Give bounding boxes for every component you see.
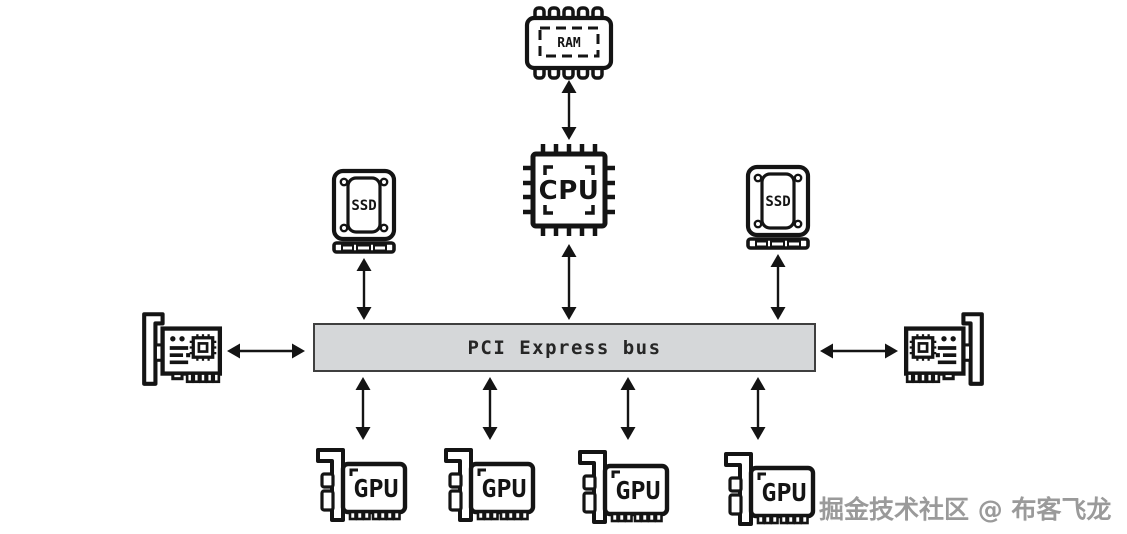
pci-express-bus-label: PCI Express bus <box>467 336 662 359</box>
nic-trace-lines <box>169 346 189 365</box>
ssd-screws <box>339 177 389 233</box>
ssd-left-icon: SSD <box>331 168 397 254</box>
cpu-corner-brackets <box>543 165 595 215</box>
arrow-nic-right-bus <box>820 343 898 359</box>
arrow-bus-gpu-2 <box>482 377 498 440</box>
ram-chip-icon: RAM <box>524 6 614 80</box>
arrow-ssd-right-bus <box>770 254 786 320</box>
ssd-right-icon: SSD <box>745 164 811 250</box>
ssd-screws <box>753 173 803 229</box>
nic-edge-connector <box>185 372 221 384</box>
gpu-edge-connector <box>610 512 663 523</box>
watermark-text: 掘金技术社区 @ 布客飞龙 <box>819 495 1112 524</box>
arrow-ram-cpu <box>561 80 577 140</box>
gpu-bracket <box>444 448 473 522</box>
arrow-ssd-left-bus <box>356 258 372 320</box>
nic-chip <box>909 334 937 361</box>
gpu-card-2-icon: GPU <box>444 448 536 522</box>
arrow-bus-gpu-3 <box>620 377 636 440</box>
pci-express-bus: PCI Express bus <box>313 323 816 372</box>
ssd-connector-slots <box>755 240 801 248</box>
gpu-card-4-icon: GPU <box>724 452 816 526</box>
nic-edge-connector <box>905 372 941 384</box>
nic-bracket <box>961 312 984 386</box>
nic-trace-lines <box>937 346 957 365</box>
gpu-card-3-icon: GPU <box>578 450 670 524</box>
network-card-right-icon <box>903 312 984 386</box>
gpu-label: GPU <box>481 474 526 503</box>
ram-label: RAM <box>557 36 581 51</box>
nic-bracket <box>142 312 165 386</box>
arrow-bus-gpu-4 <box>750 377 766 440</box>
ram-dashed-frame <box>538 26 600 58</box>
gpu-card-1-icon: GPU <box>316 448 408 522</box>
gpu-edge-connector <box>348 510 401 521</box>
ssd-left-label: SSD <box>351 198 376 214</box>
network-card-left-icon <box>142 312 223 386</box>
gpu-bracket <box>724 452 753 526</box>
gpu-bracket <box>578 450 607 524</box>
gpu-label: GPU <box>761 478 806 507</box>
cpu-label: CPU <box>539 176 600 206</box>
arrow-nic-left-bus <box>227 343 305 359</box>
cpu-chip-icon: CPU <box>523 144 615 236</box>
ssd-right-label: SSD <box>765 194 790 210</box>
arrow-cpu-bus <box>561 244 577 320</box>
gpu-bracket <box>316 448 345 522</box>
arrow-bus-gpu-1 <box>355 377 371 440</box>
gpu-edge-connector <box>756 514 809 525</box>
gpu-edge-connector <box>476 510 529 521</box>
nic-chip <box>189 334 217 361</box>
gpu-label: GPU <box>615 476 660 505</box>
gpu-label: GPU <box>353 474 398 503</box>
ssd-connector-slots <box>341 244 387 252</box>
